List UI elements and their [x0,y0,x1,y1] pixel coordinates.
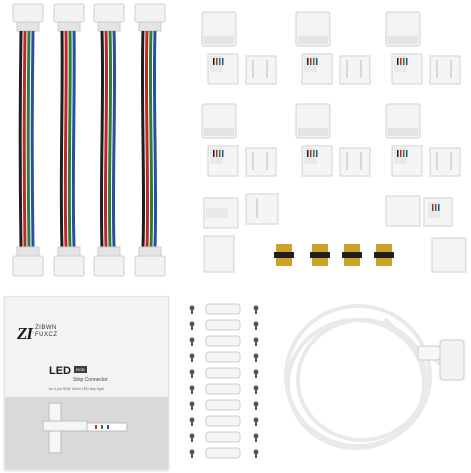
jumper-cable-icon [12,3,44,277]
pin-header-icon [310,244,330,266]
box-subtitle: Strip Connector [73,377,108,383]
extension-cable-connector [417,339,465,381]
l-connectors [201,11,467,273]
screw-icon [189,305,259,458]
extension-cable [284,304,465,450]
pin-header-icon [342,244,362,266]
pin-header-icon [374,244,394,266]
box-product-image [42,402,128,454]
l-connector-icon [295,11,371,85]
rgb-badge: RGB [74,366,87,373]
l-connector-icon [385,11,461,85]
clip-icon [205,303,241,459]
l-connector-icon [201,11,277,85]
box-lower-panel [5,397,168,469]
l-connector-icon [385,195,467,273]
brand-logo-mark: ZI [17,324,33,343]
box-small-print: for 4 pin RGB 10mm LED strip light [49,387,104,391]
l-connector-icon [203,193,279,273]
jumper-cable-icon [93,3,125,277]
l-connector-icon [385,103,461,177]
l-connector-icon [295,103,371,177]
jumper-cable-icon [134,3,166,277]
brand-name: ZIBWN FUXCZ [35,325,58,338]
jumper-cable-icon [53,3,85,277]
box-headline: LED [49,365,71,377]
jumper-cables [12,3,166,277]
l-connector-icon [201,103,277,177]
product-box: ZI ZIBWN FUXCZ LED RGB Strip Connector f… [4,296,169,470]
mounting-clips [189,303,259,459]
pin-header-icon [274,244,294,266]
extension-cable-icon [284,304,442,450]
